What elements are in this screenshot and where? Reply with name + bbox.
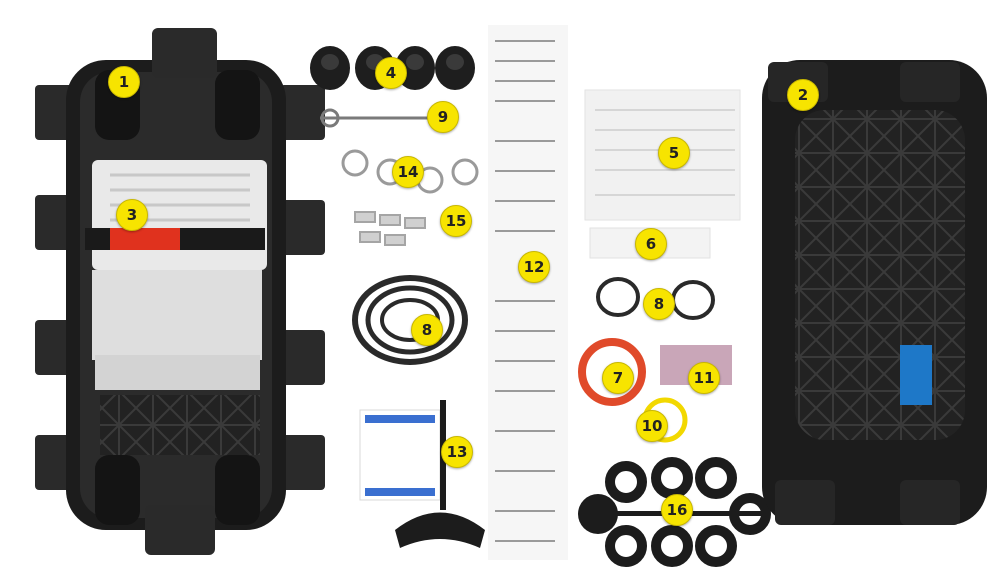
badge-5: 5 bbox=[658, 137, 690, 169]
marker-labels bbox=[488, 25, 568, 560]
badge-10: 10 bbox=[636, 410, 668, 442]
sealing-coil bbox=[352, 275, 468, 365]
tape-roll bbox=[578, 338, 646, 406]
closure-cover bbox=[762, 60, 987, 525]
product-sticker bbox=[900, 345, 932, 405]
badge-8-large-coil: 8 bbox=[411, 314, 443, 346]
badge-7: 7 bbox=[602, 362, 634, 394]
badge-13: 13 bbox=[441, 436, 473, 468]
badge-9: 9 bbox=[427, 101, 459, 133]
badge-8-small-coils: 8 bbox=[643, 288, 675, 320]
badge-15: 15 bbox=[440, 205, 472, 237]
badge-4: 4 bbox=[375, 57, 407, 89]
badge-12: 12 bbox=[518, 251, 550, 283]
badge-14: 14 bbox=[392, 156, 424, 188]
badge-11: 11 bbox=[688, 362, 720, 394]
badge-6: 6 bbox=[635, 228, 667, 260]
badge-2: 2 bbox=[787, 79, 819, 111]
badge-16: 16 bbox=[661, 494, 693, 526]
badge-1: 1 bbox=[108, 66, 140, 98]
badge-3: 3 bbox=[116, 199, 148, 231]
tool bbox=[320, 108, 430, 128]
seal-rings bbox=[605, 457, 771, 567]
closure-base bbox=[35, 28, 325, 555]
